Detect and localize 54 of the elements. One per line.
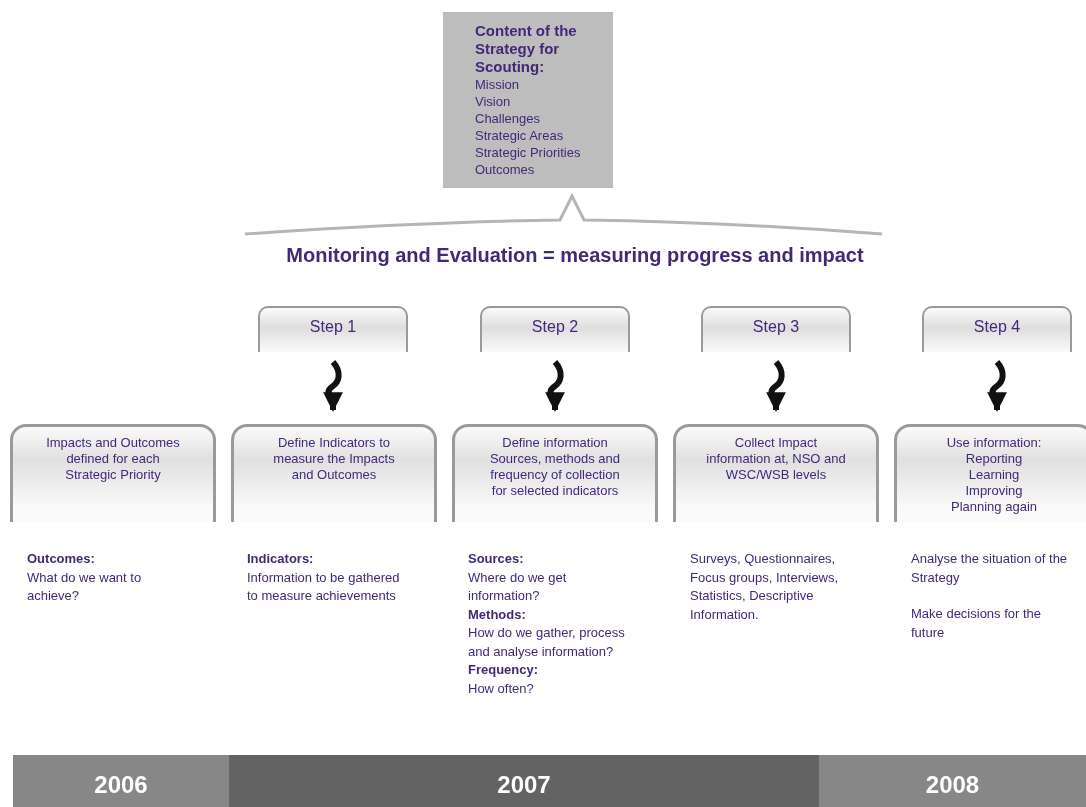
process-box — [894, 424, 1086, 522]
section-heading: Sources: — [468, 550, 525, 568]
wavy-arrow — [545, 360, 565, 412]
box-text: 2006 — [93, 771, 149, 799]
box-text: Step 2 — [530, 318, 580, 336]
list-item: Strategic Priorities — [475, 144, 582, 161]
step-tab — [258, 306, 408, 352]
description-text: What do we want to achieve? — [27, 568, 143, 605]
list-item: Mission — [475, 76, 521, 93]
wavy-arrow — [323, 360, 343, 412]
step-tab — [701, 306, 851, 352]
section-heading: Methods: — [468, 605, 527, 624]
year-bar — [819, 755, 1086, 807]
description-text: How often? — [468, 679, 535, 698]
box-text: Planning again — [950, 499, 1038, 515]
box-text: Define Indicators to measure the Impacts and Outcomes — [272, 435, 396, 483]
box-text: Impacts and Outcomes defined for each Strategic Priority — [45, 435, 181, 483]
diagram-title: Monitoring and Evaluation = measuring progress and impact — [285, 244, 865, 267]
info-box — [443, 12, 613, 188]
box-text: Use information: — [945, 435, 1043, 451]
year-bar — [13, 755, 229, 807]
step-tab — [480, 306, 630, 352]
process-box — [10, 424, 216, 522]
list-item: Outcomes — [475, 161, 536, 178]
section-heading: Frequency: — [468, 661, 540, 679]
description-text: How do we gather, process and analyse information? — [468, 624, 626, 661]
wavy-arrow — [766, 360, 786, 412]
year-bar — [229, 755, 819, 807]
box-text: Step 1 — [308, 318, 358, 336]
process-box — [452, 424, 658, 522]
box-text: Define information Sources, methods and frequency of collection for selected indicators — [488, 435, 622, 499]
description-text: Analyse the situation of the Strategy — [911, 550, 1069, 587]
description-text: Make decisions for the future — [911, 605, 1043, 642]
box-text: Improving — [964, 483, 1024, 499]
box-text: Collect Impact information at, NSO and WSC/WSB levels — [705, 435, 847, 483]
section-heading: Outcomes: — [27, 550, 96, 568]
box-text: Step 3 — [751, 318, 801, 336]
list-item: Vision — [475, 93, 512, 110]
box-heading: Content of the Strategy for Scouting: — [475, 22, 578, 76]
list-item: Strategic Areas — [475, 127, 565, 144]
process-box — [673, 424, 879, 522]
process-box — [231, 424, 437, 522]
list-item: Challenges — [475, 110, 542, 127]
wavy-arrow — [987, 360, 1007, 412]
box-text: Learning — [967, 467, 1021, 483]
box-text: Step 4 — [972, 318, 1022, 336]
section-heading: Indicators: — [247, 550, 315, 568]
box-text: 2007 — [496, 771, 552, 799]
box-text: 2008 — [924, 771, 981, 799]
description-text: Information to be gathered to measure achievements — [247, 568, 401, 605]
box-text: Reporting — [964, 451, 1024, 467]
description-text: Surveys, Questionnaires, Focus groups, Interviews, Statistics, Descriptive Information. — [690, 550, 840, 624]
description-text: Where do we get information? — [468, 568, 568, 605]
step-tab — [922, 306, 1072, 352]
